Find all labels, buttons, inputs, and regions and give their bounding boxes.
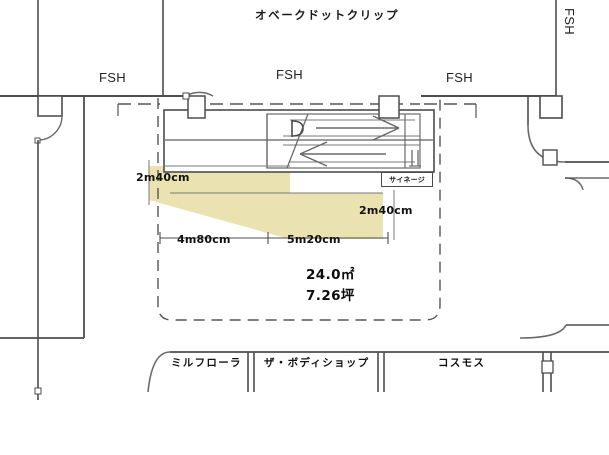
bottom-tenant-label-2: ザ・ボディショップ: [264, 357, 370, 369]
fsh-label-right: FSH: [446, 70, 473, 85]
bottom-tenant-label-1: ミルフローラ: [171, 357, 242, 369]
signage-marker: サイネージ: [381, 172, 433, 187]
column-upper-right: [539, 95, 563, 119]
column-escalator-left: [187, 95, 206, 119]
corridor-corner-arc-upper-right: [527, 124, 566, 163]
column-upper-left: [37, 95, 63, 117]
wall-bottom-left-curve: [147, 351, 171, 393]
escalator-up-arrow: [316, 115, 400, 141]
escalator-landing-edge-upper: [286, 113, 309, 169]
floor-marker-left: [34, 387, 42, 395]
dimension-label-left-depth: 2m40cm: [136, 171, 190, 184]
highlighted-area-polygon: [149, 166, 383, 239]
area-square-meters: 24.0㎡: [306, 267, 355, 283]
column-escalator-right: [378, 95, 400, 119]
signage-label: サイネージ: [389, 175, 425, 184]
escalator-handrail-glyph: [291, 120, 304, 137]
dimension-label-bottom-left: 4m80cm: [177, 233, 231, 246]
bottom-tenant-label-3: コスモス: [438, 357, 486, 369]
corridor-corner-arc-lower-right: [564, 177, 584, 191]
area-tsubo: 7.26坪: [306, 288, 355, 304]
fsh-label-left: FSH: [99, 70, 126, 85]
fsh-label-center: FSH: [276, 67, 303, 82]
door-swing-arc-left: [37, 115, 63, 141]
top-tenant-label: オベークドットクリップ: [255, 8, 400, 22]
column-mid-right: [542, 149, 558, 166]
dimension-label-right-depth: 2m40cm: [359, 204, 413, 217]
corridor-corner-arc-bottom-right: [519, 324, 567, 339]
dimension-label-bottom-right: 5m20cm: [287, 233, 341, 246]
escalator-down-arrow: [299, 141, 386, 167]
fsh-label-vertical-right: FSH: [562, 8, 577, 35]
escalator-outer-frame: [163, 109, 435, 173]
door-hinge-top: [182, 92, 190, 100]
column-bottom-right: [541, 360, 554, 374]
